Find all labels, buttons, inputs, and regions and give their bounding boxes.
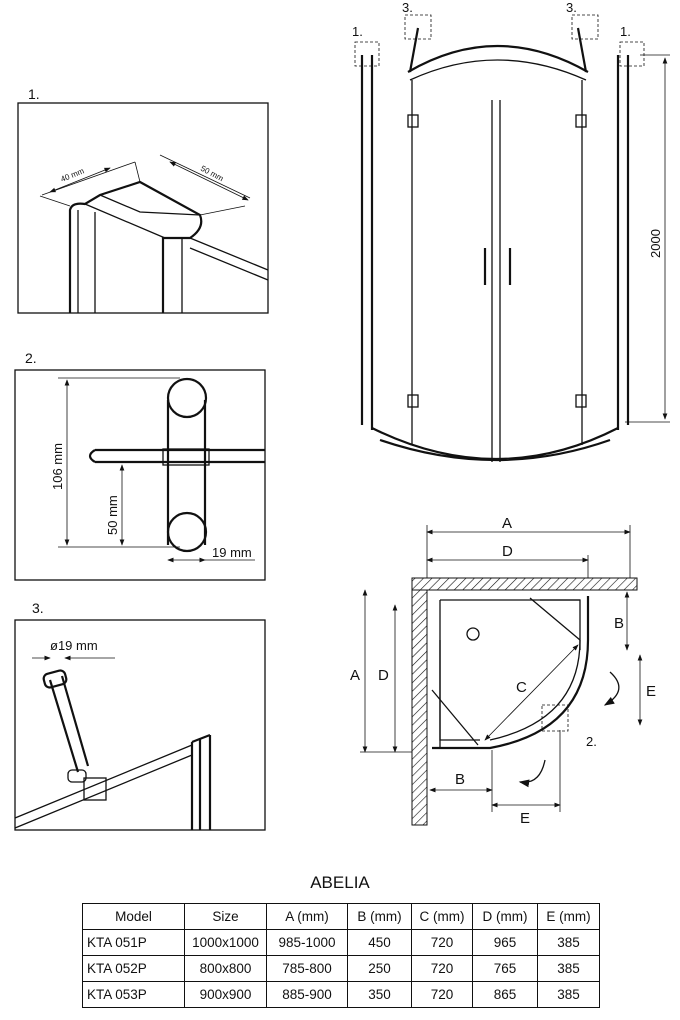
cell-model: KTA 051P bbox=[82, 929, 185, 956]
cell-e: 385 bbox=[537, 955, 600, 982]
detail-2-height-dim: 50 mm bbox=[105, 495, 120, 535]
plan-callout-2: 2. bbox=[586, 734, 597, 749]
detail-1-profile: 1. 40 mm 50 mm bbox=[17, 86, 269, 314]
cell-c: 720 bbox=[411, 981, 473, 1008]
cell-model: KTA 053P bbox=[82, 981, 185, 1008]
header-d: D (mm) bbox=[472, 903, 538, 930]
plan-dim-d-top: D bbox=[502, 543, 513, 560]
detail-3-label: 3. bbox=[32, 600, 44, 616]
header-c: C (mm) bbox=[411, 903, 473, 930]
cell-a: 985-1000 bbox=[266, 929, 348, 956]
plan-dim-d-left: D bbox=[378, 667, 389, 684]
front-callout-1-right: 1. bbox=[620, 24, 631, 39]
cell-d: 765 bbox=[472, 955, 538, 982]
front-callout-3-right: 3. bbox=[566, 0, 577, 15]
cell-size: 800x800 bbox=[184, 955, 267, 982]
plan-dim-e-right: E bbox=[646, 683, 656, 700]
cell-d: 865 bbox=[472, 981, 538, 1008]
plan-dim-a-left: A bbox=[350, 667, 360, 684]
header-e: E (mm) bbox=[537, 903, 600, 930]
plan-view: A D A D B E C B E 2. bbox=[350, 515, 656, 827]
cell-e: 385 bbox=[537, 981, 600, 1008]
plan-dim-c: C bbox=[516, 679, 527, 696]
cell-b: 250 bbox=[347, 955, 412, 982]
plan-dim-b-right: B bbox=[614, 615, 624, 632]
table-title: ABELIA bbox=[310, 873, 370, 892]
cell-model: KTA 052P bbox=[82, 955, 185, 982]
plan-dim-e-bottom: E bbox=[520, 810, 530, 827]
detail-3-diameter-dim: ø19 mm bbox=[50, 638, 98, 653]
detail-2-handle: 2. 106 mm 50 mm 19 mm bbox=[14, 350, 266, 581]
detail-1-label: 1. bbox=[28, 86, 40, 102]
detail-2-total-dim: 106 mm bbox=[50, 443, 65, 490]
cell-a: 785-800 bbox=[266, 955, 348, 982]
cell-b: 450 bbox=[347, 929, 412, 956]
table-row: KTA 052P 800x800 785-800 250 720 765 385 bbox=[82, 955, 600, 982]
header-b: B (mm) bbox=[347, 903, 412, 930]
header-size: Size bbox=[184, 903, 267, 930]
detail-1-width-dim: 50 mm bbox=[199, 164, 225, 184]
cell-e: 385 bbox=[537, 929, 600, 956]
cell-c: 720 bbox=[411, 955, 473, 982]
detail-2-width-dim: 19 mm bbox=[212, 545, 252, 560]
table-header-row: Model Size A (mm) B (mm) C (mm) D (mm) E… bbox=[82, 903, 600, 930]
cell-size: 1000x1000 bbox=[184, 929, 267, 956]
table-row: KTA 051P 1000x1000 985-1000 450 720 965 … bbox=[82, 929, 600, 956]
front-callout-3-left: 3. bbox=[402, 0, 413, 15]
cell-size: 900x900 bbox=[184, 981, 267, 1008]
header-a: A (mm) bbox=[266, 903, 348, 930]
front-height-dim: 2000 bbox=[648, 229, 663, 258]
spec-table: Model Size A (mm) B (mm) C (mm) D (mm) E… bbox=[82, 903, 600, 1008]
cell-a: 885-900 bbox=[266, 981, 348, 1008]
cell-b: 350 bbox=[347, 981, 412, 1008]
front-view: 1. 1. 3. 3. 2000 bbox=[352, 0, 670, 462]
front-callout-1-left: 1. bbox=[352, 24, 363, 39]
header-model: Model bbox=[82, 903, 185, 930]
plan-dim-a-top: A bbox=[502, 515, 512, 532]
cell-d: 965 bbox=[472, 929, 538, 956]
detail-3-stabilizer: 3. ø19 mm bbox=[14, 600, 266, 831]
cell-c: 720 bbox=[411, 929, 473, 956]
plan-dim-b-bottom: B bbox=[455, 771, 465, 788]
detail-2-label: 2. bbox=[25, 350, 37, 366]
table-row: KTA 053P 900x900 885-900 350 720 865 385 bbox=[82, 981, 600, 1008]
